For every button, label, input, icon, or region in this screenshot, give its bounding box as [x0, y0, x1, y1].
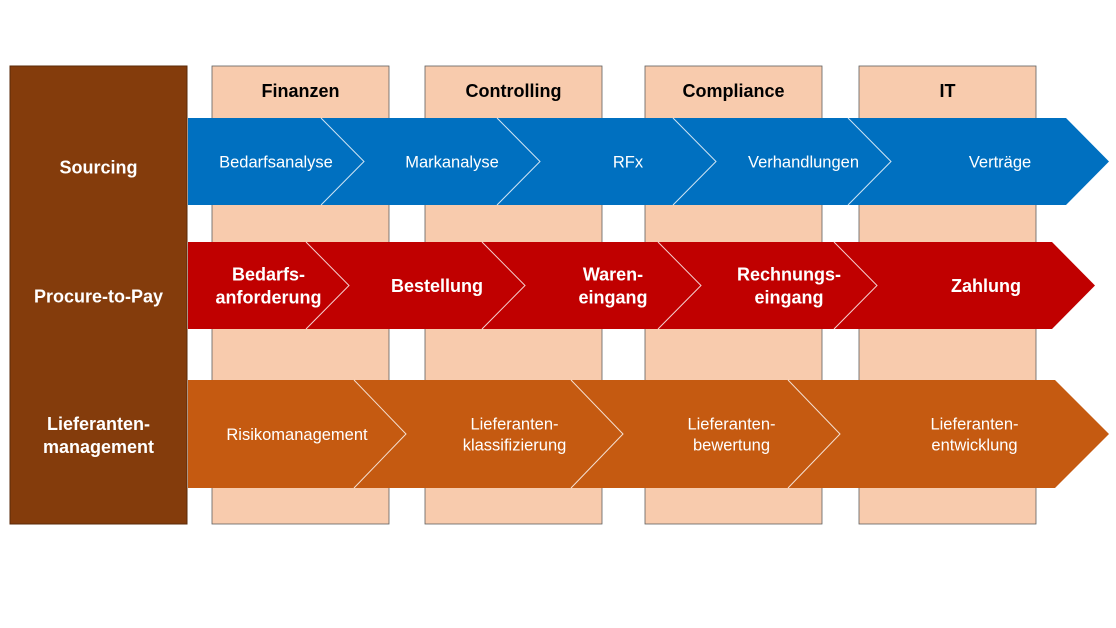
step-rechnungs-eingang-line: eingang	[754, 288, 823, 308]
step-verhandlungen-line: Verhandlungen	[748, 153, 859, 171]
rows-layer: Bedarfsanalyse Markanalyse RFx Verhandlunge…	[188, 117, 1109, 489]
column-header-compliance: Compliance	[682, 81, 784, 101]
chevron-separator	[305, 241, 350, 330]
step-bestellung: Bestellung	[391, 276, 483, 296]
step-verträge-line: Verträge	[969, 153, 1031, 171]
step-lieferanten-entwicklung: Lieferanten-entwicklung	[930, 415, 1018, 454]
step-bedarfsanalyse-line: Bedarfsanalyse	[219, 153, 333, 171]
chevron-separator	[481, 241, 526, 330]
chevron-separator	[672, 117, 717, 206]
column-header-controlling: Controlling	[466, 81, 562, 101]
step-verhandlungen: Verhandlungen	[748, 153, 859, 171]
step-lieferanten-klassifizierung-line: klassifizierung	[463, 437, 567, 455]
chevron-separator	[833, 241, 878, 330]
step-lieferanten-bewertung-line: Lieferanten-	[687, 415, 775, 433]
row-label-procure-to-pay-line: Procure-to-Pay	[34, 287, 163, 307]
step-lieferanten-bewertung-line: bewertung	[693, 437, 770, 455]
chevron-separator	[657, 241, 702, 330]
column-header-it: IT	[940, 81, 956, 101]
step-lieferanten-klassifizierung: Lieferanten-klassifizierung	[463, 415, 567, 454]
row-label-sourcing-line: Sourcing	[59, 158, 137, 178]
row-label-sourcing: Sourcing	[59, 158, 137, 178]
step-lieferanten-entwicklung-line: Lieferanten-	[930, 415, 1018, 433]
step-verträge: Verträge	[969, 153, 1031, 171]
row-label-lieferantenmanagement-line: management	[43, 437, 154, 457]
step-risikomanagement-line: Risikomanagement	[226, 426, 368, 444]
row-label-lieferantenmanagement-line: Lieferanten-	[47, 414, 150, 434]
step-bedarfs-anforderung-line: anforderung	[216, 288, 322, 308]
row-label-panel	[9, 65, 188, 525]
step-lieferanten-bewertung: Lieferanten-bewertung	[687, 415, 775, 454]
step-zahlung-line: Zahlung	[951, 276, 1021, 296]
step-zahlung: Zahlung	[951, 276, 1021, 296]
chevron-separator	[496, 117, 541, 206]
row-arrow-procure-to-pay	[188, 242, 1095, 329]
step-bestellung-line: Bestellung	[391, 276, 483, 296]
step-markanalyse: Markanalyse	[405, 153, 499, 171]
chevron-separator	[847, 117, 892, 206]
chevron-separator	[320, 117, 365, 206]
chevron-separator	[787, 379, 841, 489]
step-waren-eingang-line: Waren-	[583, 265, 643, 285]
step-bedarfsanalyse: Bedarfsanalyse	[219, 153, 333, 171]
row-label-lieferantenmanagement: Lieferanten-management	[43, 414, 154, 457]
chevron-separator	[570, 379, 624, 489]
row-arrow-lieferantenmanagement	[188, 380, 1109, 488]
step-bedarfs-anforderung-line: Bedarfs-	[232, 265, 305, 285]
chevron-separator	[353, 379, 407, 489]
step-lieferanten-entwicklung-line: entwicklung	[931, 437, 1017, 455]
row-arrow-sourcing	[188, 118, 1109, 205]
step-rfx-line: RFx	[613, 153, 644, 171]
step-rechnungs-eingang: Rechnungs-eingang	[737, 265, 841, 308]
step-waren-eingang: Waren-eingang	[578, 265, 647, 308]
row-sourcing: Bedarfsanalyse Markanalyse RFx Verhandlunge…	[188, 117, 1109, 206]
step-bedarfs-anforderung: Bedarfs-anforderung	[216, 265, 322, 308]
row-label-procure-to-pay: Procure-to-Pay	[34, 287, 163, 307]
step-lieferanten-klassifizierung-line: Lieferanten-	[470, 415, 558, 433]
row-labels-layer: SourcingProcure-to-PayLieferanten-manage…	[34, 158, 163, 458]
step-rechnungs-eingang-line: Rechnungs-	[737, 265, 841, 285]
row-procure-to-pay: Bedarfs-anforderung Bestellung Waren-einga…	[188, 241, 1095, 330]
step-rfx: RFx	[613, 153, 644, 171]
row-lieferantenmanagement: Risikomanagement Lieferanten-klassifizier…	[188, 379, 1109, 489]
step-markanalyse-line: Markanalyse	[405, 153, 499, 171]
step-waren-eingang-line: eingang	[578, 288, 647, 308]
column-header-finanzen: Finanzen	[261, 81, 339, 101]
step-risikomanagement: Risikomanagement	[226, 426, 368, 444]
